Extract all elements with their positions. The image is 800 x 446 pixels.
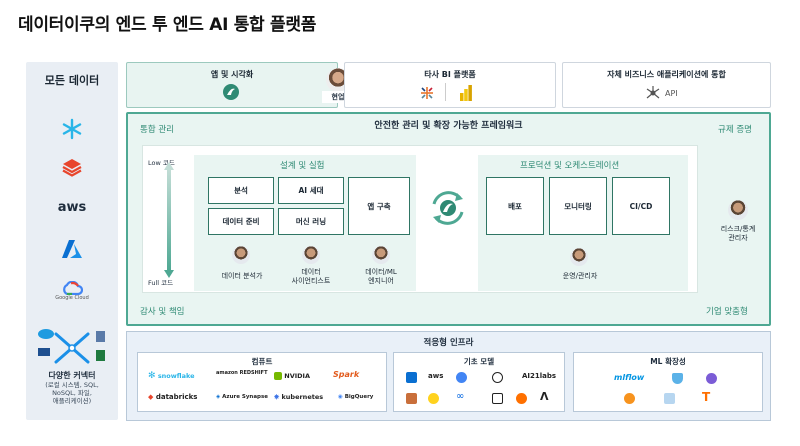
fm-mistral-icon: [516, 393, 527, 404]
code-axis-bar: [164, 162, 174, 278]
bi-platform-label: 타사 BI 플랫폼: [424, 70, 476, 79]
api-label: API: [665, 89, 678, 98]
dataiku-bird-icon: [223, 84, 239, 100]
apps-visualization-box: 앱 및 시각화: [126, 62, 338, 108]
all-data-header: 모든 데이터: [44, 74, 100, 87]
snowflake-icon: [53, 117, 91, 141]
fm-meta-icon: ∞: [456, 391, 465, 402]
data-ml-engineer-avatar: [372, 246, 390, 264]
cell-monitoring: 모니터링: [549, 177, 607, 235]
tableau-icon: [419, 85, 435, 105]
risk-manager-label-1: 리스크/통계: [720, 225, 756, 233]
data-scientist-label-1: 데이터: [301, 268, 321, 276]
cell-app-build: 앱 구축: [348, 177, 410, 235]
ml-extensibility-title: ML 확장성: [650, 357, 686, 366]
own-business-app-box: 자체 비즈니스 애플리케이션에 통합 API: [562, 62, 771, 108]
production-title: 프로덕션 및 오케스트레이션: [520, 161, 620, 171]
ops-admin-label: 운영/관리자: [562, 272, 598, 280]
compute-kubernetes-logo: ⎈ kubernetes: [274, 393, 324, 401]
connectors-sub-3: 애플리케이션): [52, 397, 92, 405]
connectors-icon: [36, 328, 108, 368]
design-experiment-title: 설계 및 실험: [280, 161, 325, 171]
ml-tool-icon-1: [624, 393, 635, 404]
ml-tensorflow-icon: T: [702, 390, 711, 404]
databricks-icon: [53, 155, 91, 179]
fm-model-icon-1: [406, 393, 417, 404]
corner-integrated-management: 통합 관리: [140, 125, 174, 135]
compute-redshift-logo: amazon REDSHIFT: [216, 370, 268, 376]
own-business-app-label: 자체 비즈니스 애플리케이션에 통합: [607, 70, 726, 79]
framework-title: 안전한 관리 및 확장 가능한 프레임워크: [374, 121, 523, 131]
fm-google-icon: [456, 372, 467, 383]
fm-ai21labs-logo: AI21labs: [522, 372, 557, 380]
data-ml-engineer-label-1: 데이터/ML: [365, 268, 397, 276]
corner-audit-accountability: 감사 및 책임: [140, 307, 185, 317]
cell-ai-generation: AI 세대: [278, 177, 344, 204]
data-analyst-label: 데이터 분석가: [221, 272, 263, 280]
ml-mlflow-logo: mlflow: [614, 373, 645, 382]
bi-platform-box: 타사 BI 플랫폼: [344, 62, 556, 108]
all-data-panel: 모든 데이터 aws Google Cloud 다양한 커넥터 (로컬 시스템,…: [26, 62, 118, 420]
aws-icon: aws: [57, 199, 87, 215]
cell-data-prep: 데이터 준비: [208, 208, 274, 235]
foundation-models-box: 기초 모델 aws AI21labs ∞ Λ: [393, 352, 565, 412]
compute-bigquery-logo: ◉ BigQuery: [338, 394, 374, 400]
risk-manager-avatar: [728, 200, 748, 220]
compute-azure-synapse-logo: ◈ Azure Synapse: [216, 394, 269, 400]
connectors-sub-1: (로컬 시스템, SQL,: [45, 381, 99, 389]
compute-spark-logo: Spark: [333, 370, 360, 379]
compute-snowflake-logo: ✻ snowflake: [148, 371, 195, 381]
page-title: 데이터이쿠의 엔드 투 엔드 AI 통합 플랫폼: [18, 15, 317, 35]
fm-azure-icon: [406, 372, 417, 383]
powerbi-icon: [459, 84, 473, 105]
cell-analysis: 분석: [208, 177, 274, 204]
adaptive-infra-title: 적응형 인프라: [423, 338, 474, 348]
connectors-sub-2: NoSQL, 파일,: [52, 389, 92, 397]
ml-ray-icon: [706, 373, 717, 384]
axis-low-code: Low 코드: [148, 159, 175, 167]
cell-machine-learning: 머신 러닝: [278, 208, 344, 235]
fm-aws-logo: aws: [428, 372, 444, 380]
google-cloud-label: Google Cloud: [55, 295, 89, 301]
data-scientist-avatar: [302, 246, 320, 264]
ml-tool-icon-2: [664, 393, 675, 404]
bi-divider: [445, 83, 446, 101]
adaptive-infra-panel: 적응형 인프라 컴퓨트 ✻ snowflake amazon REDSHIFT …: [126, 331, 771, 421]
connectors-title: 다양한 커넥터: [48, 371, 96, 380]
foundation-models-title: 기초 모델: [463, 357, 495, 366]
fm-anthropic-icon: Λ: [540, 390, 549, 403]
data-scientist-label-2: 사이언티스트: [291, 277, 331, 285]
google-cloud-icon: Google Cloud: [53, 279, 91, 303]
cycle-icon: [426, 186, 470, 234]
cell-deploy: 배포: [486, 177, 544, 235]
azure-icon: [53, 237, 91, 261]
fm-huggingface-icon: [428, 393, 439, 404]
data-analyst-avatar: [232, 246, 250, 264]
ml-extensibility-box: ML 확장성 mlflow T: [573, 352, 763, 412]
api-network-icon: [645, 85, 661, 105]
axis-full-code: Full 코드: [148, 279, 174, 287]
compute-box: 컴퓨트 ✻ snowflake amazon REDSHIFT NVIDIA S…: [137, 352, 387, 412]
corner-regulatory-proof: 규제 증명: [718, 125, 752, 135]
fm-openai-icon: [492, 372, 503, 383]
ops-admin-avatar: [570, 248, 588, 266]
risk-manager-label-2: 관리자: [728, 234, 748, 242]
cell-cicd: CI/CD: [612, 177, 670, 235]
data-ml-engineer-label-2: 엔지니어: [368, 277, 394, 285]
compute-title: 컴퓨트: [251, 357, 273, 366]
apps-visualization-label: 앱 및 시각화: [210, 70, 254, 79]
compute-nvidia-logo: NVIDIA: [274, 372, 310, 380]
fm-model-icon-2: [492, 393, 503, 404]
corner-enterprise-custom: 기업 맞춤형: [706, 307, 748, 317]
compute-databricks-logo: ◆ databricks: [148, 393, 198, 401]
ml-flask-icon: [672, 373, 683, 384]
